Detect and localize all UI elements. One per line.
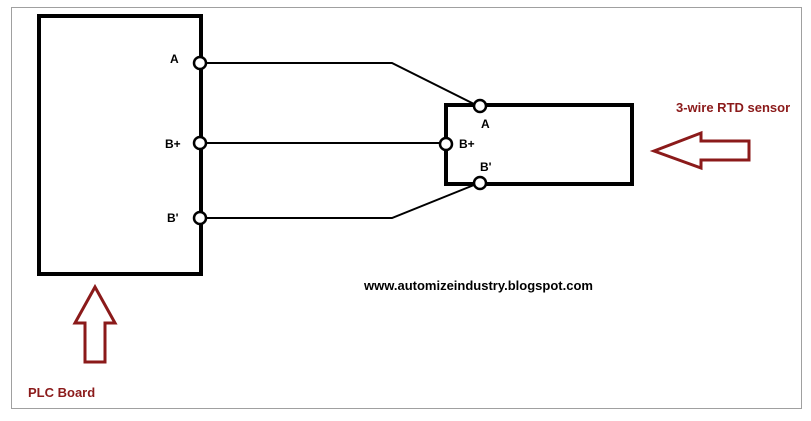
plc-terminal-b-plus-label: B+ bbox=[165, 137, 181, 151]
rtd-arrow-icon bbox=[649, 130, 751, 171]
plc-terminal-b-plus bbox=[192, 135, 208, 151]
plc-terminal-b-prime bbox=[192, 210, 208, 226]
rtd-terminal-b-plus bbox=[438, 136, 454, 152]
plc-terminal-a-label: A bbox=[170, 52, 179, 66]
rtd-terminal-b-plus-label: B+ bbox=[459, 137, 475, 151]
rtd-terminal-a-label: A bbox=[481, 117, 490, 131]
outer-frame bbox=[11, 7, 802, 409]
plc-caption: PLC Board bbox=[28, 385, 95, 400]
plc-terminal-b-prime-label: B' bbox=[167, 211, 179, 225]
rtd-terminal-b-prime bbox=[472, 175, 488, 191]
rtd-terminal-a bbox=[472, 98, 488, 114]
plc-arrow-icon bbox=[72, 283, 118, 364]
wire-a bbox=[207, 62, 475, 105]
plc-terminal-a bbox=[192, 55, 208, 71]
rtd-caption: 3-wire RTD sensor bbox=[676, 100, 790, 115]
website-url: www.automizeindustry.blogspot.com bbox=[363, 278, 593, 293]
rtd-terminal-b-prime-label: B' bbox=[480, 160, 492, 174]
wire-b-prime bbox=[207, 184, 475, 219]
